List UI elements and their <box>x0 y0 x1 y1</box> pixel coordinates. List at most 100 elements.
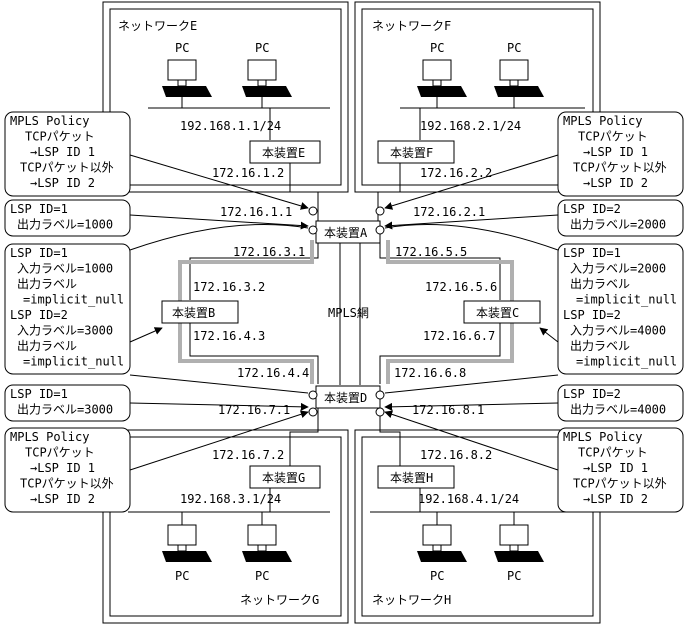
router-g[interactable]: 本装置G <box>249 465 321 489</box>
note-line: →LSP ID 2 <box>583 492 648 506</box>
ip-a-c: 172.16.5.5 <box>395 245 467 259</box>
router-b[interactable]: 本装置B <box>161 300 239 324</box>
note-line: 出力ラベル <box>570 339 630 353</box>
note-line: 出力ラベル <box>17 339 77 353</box>
note-line: TCPパケット <box>25 446 95 460</box>
router-f-label: 本装置F <box>390 146 433 160</box>
router-c[interactable]: 本装置C <box>463 300 541 324</box>
network-h-frame <box>354 429 601 624</box>
note-line: 入力ラベル=3000 <box>17 324 113 338</box>
note-line: LSP ID=2 <box>563 202 621 216</box>
network-g-frame <box>102 429 349 624</box>
pc-icon[interactable]: PC <box>162 524 212 583</box>
ip-a-e: 172.16.1.1 <box>220 205 292 219</box>
ip-c-a: 172.16.5.6 <box>425 280 497 294</box>
note-lsp-d1: LSP ID=1 出力ラベル=3000 <box>4 384 131 422</box>
note-line: 入力ラベル=1000 <box>17 262 113 276</box>
router-a[interactable]: 本装置A <box>315 220 381 244</box>
note-lsp-a2: LSP ID=2 出力ラベル=2000 <box>557 199 684 237</box>
note-line: 出力ラベル=3000 <box>17 403 113 417</box>
ip-d-h: 172.16.8.1 <box>412 403 484 417</box>
pc-label: PC <box>430 41 444 55</box>
pc-label: PC <box>175 569 189 583</box>
ip-b-d: 172.16.4.3 <box>193 329 265 343</box>
router-e-label: 本装置E <box>262 146 305 160</box>
router-f[interactable]: 本装置F <box>377 140 455 164</box>
note-line: →LSP ID 1 <box>583 145 648 159</box>
note-line: =implicit_null <box>576 293 677 307</box>
note-line: LSP ID=1 <box>10 246 68 260</box>
pc-label: PC <box>507 569 521 583</box>
note-lsp-b: LSP ID=1 入力ラベル=1000 出力ラベル =implicit_nullLSP… <box>4 243 131 375</box>
note-line: MPLS Policy <box>10 430 89 444</box>
lan-f-address: 192.168.2.1/24 <box>420 119 521 133</box>
router-a-label: 本装置A <box>324 226 368 240</box>
note-line: LSP ID=1 <box>563 246 621 260</box>
router-h[interactable]: 本装置H <box>377 465 455 489</box>
note-line: →LSP ID 2 <box>30 176 95 190</box>
note-line: →LSP ID 2 <box>30 492 95 506</box>
router-h-label: 本装置H <box>390 471 433 485</box>
ip-g-up: 172.16.7.2 <box>212 448 284 462</box>
network-h-label: ネットワークH <box>372 593 451 607</box>
note-line: LSP ID=2 <box>10 308 68 322</box>
ports <box>308 206 385 417</box>
ip-f-up: 172.16.2.2 <box>420 166 492 180</box>
ip-a-f: 172.16.2.1 <box>413 205 485 219</box>
pc-icon[interactable]: PC <box>494 41 544 97</box>
lan-e-address: 192.168.1.1/24 <box>180 119 281 133</box>
pc-label: PC <box>507 41 521 55</box>
note-line: LSP ID=2 <box>563 387 621 401</box>
note-line: TCPパケット <box>578 446 648 460</box>
pc-icon[interactable]: PC <box>242 524 292 583</box>
note-line: MPLS Policy <box>563 430 642 444</box>
pc-icon[interactable]: PC <box>494 524 544 583</box>
pc-icon[interactable]: PC <box>417 524 467 583</box>
lan-lines <box>128 97 585 525</box>
ip-c-d: 172.16.6.7 <box>423 329 495 343</box>
router-d[interactable]: 本装置D <box>315 385 381 409</box>
network-g-label: ネットワークG <box>240 593 319 607</box>
ip-d-b: 172.16.4.4 <box>237 366 309 380</box>
note-line: =implicit_null <box>23 293 124 307</box>
router-e[interactable]: 本装置E <box>249 140 321 164</box>
note-line: →LSP ID 1 <box>583 461 648 475</box>
router-d-label: 本装置D <box>324 391 367 405</box>
pc-icon[interactable]: PC <box>162 41 212 97</box>
network-f-label: ネットワークF <box>372 19 451 33</box>
note-line: MPLS Policy <box>563 114 642 128</box>
network-f-frame <box>354 1 601 193</box>
ip-b-a: 172.16.3.2 <box>193 280 265 294</box>
note-line: 出力ラベル=1000 <box>17 218 113 232</box>
mpls-core-label: MPLS網 <box>328 306 369 320</box>
pc-icon[interactable]: PC <box>242 41 292 97</box>
note-line: LSP ID=1 <box>10 387 68 401</box>
ip-h-up: 172.16.8.2 <box>420 448 492 462</box>
pc-label: PC <box>255 41 269 55</box>
ip-d-c: 172.16.6.8 <box>394 366 466 380</box>
ip-a-b: 172.16.3.1 <box>233 245 305 259</box>
network-e-frame <box>102 1 349 193</box>
pc-icon[interactable]: PC <box>417 41 467 97</box>
network-e-label: ネットワークE <box>118 19 197 33</box>
note-line: TCPパケット以外 <box>20 477 114 491</box>
note-line: TCPパケット以外 <box>573 161 667 175</box>
lan-h-address: 192.168.4.1/24 <box>418 492 519 506</box>
note-line: 出力ラベル=2000 <box>570 218 666 232</box>
note-line: →LSP ID 1 <box>30 461 95 475</box>
note-line: 出力ラベル=4000 <box>570 403 666 417</box>
pc-label: PC <box>430 569 444 583</box>
pc-label: PC <box>255 569 269 583</box>
note-line: TCPパケット以外 <box>20 161 114 175</box>
note-line: →LSP ID 1 <box>30 145 95 159</box>
lan-g-address: 192.168.3.1/24 <box>180 492 281 506</box>
note-line: TCPパケット <box>578 130 648 144</box>
pc-group: PC PC PC PC PC PC PC PC <box>162 41 544 583</box>
leader-lines <box>129 154 559 471</box>
